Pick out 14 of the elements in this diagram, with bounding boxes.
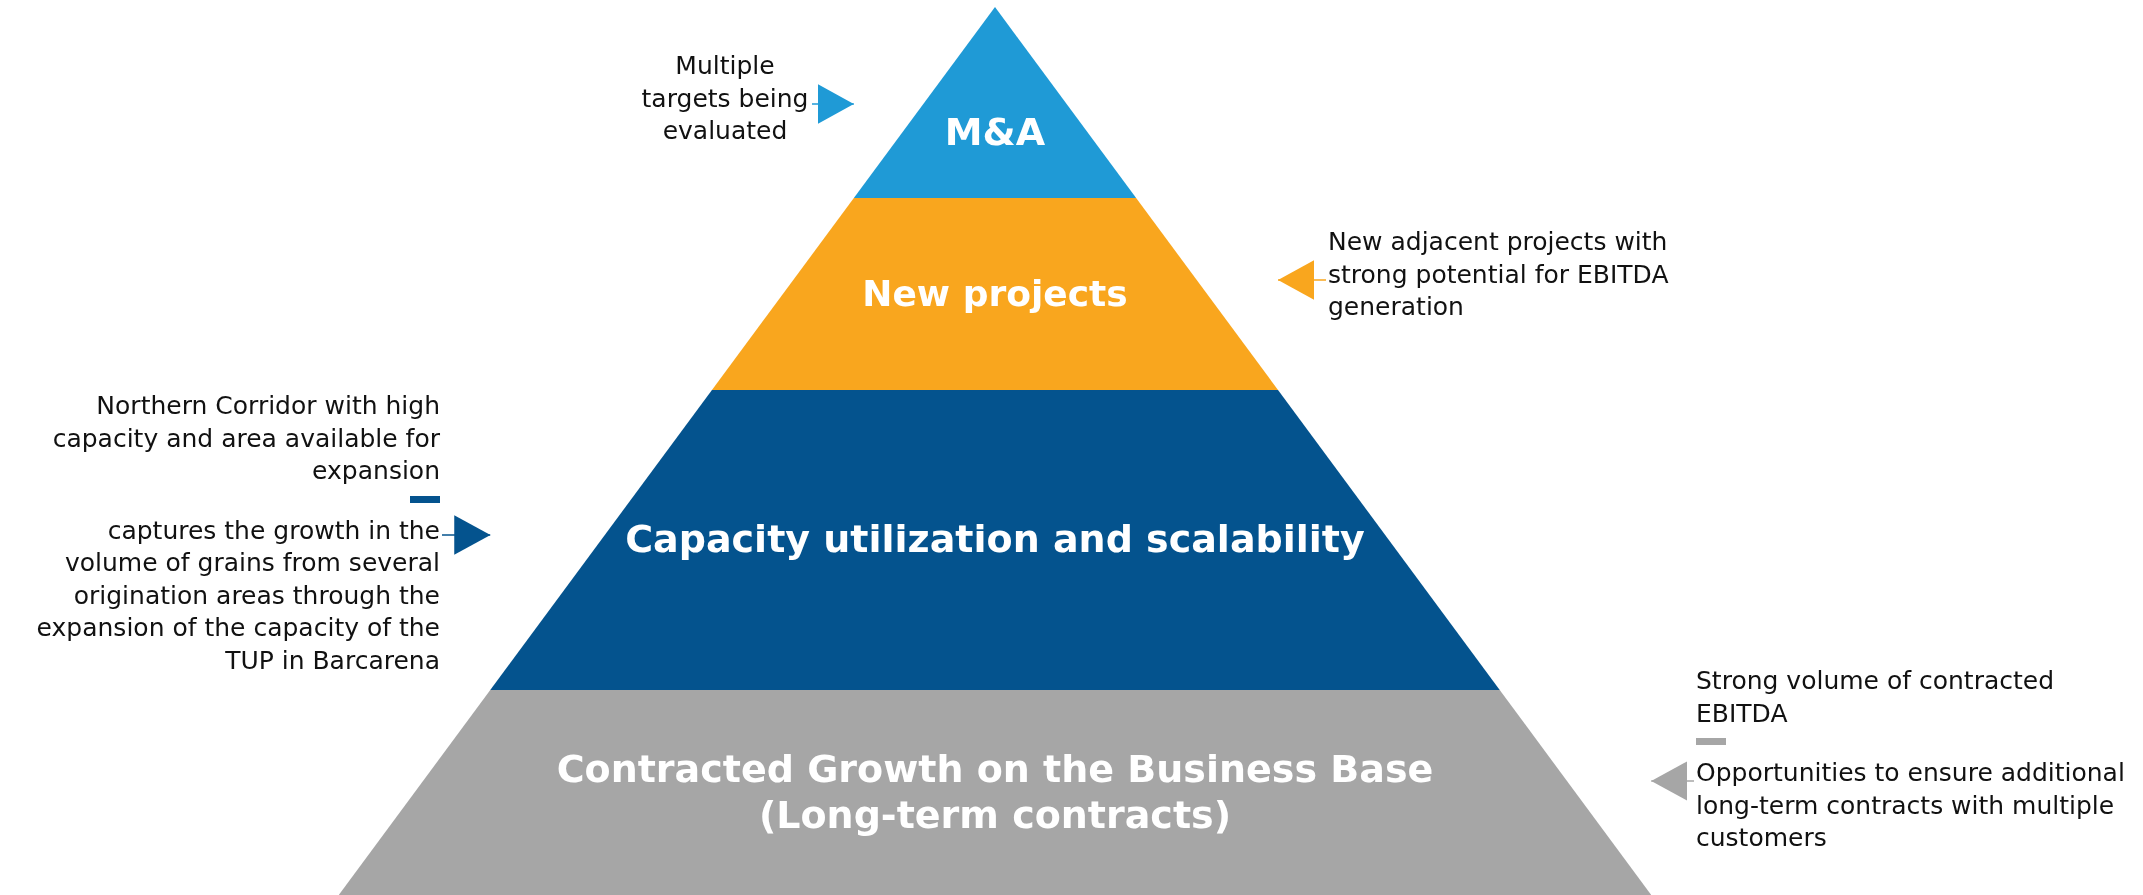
annotation-text: Northern Corridor with high capacity and area available for expansion bbox=[51, 390, 440, 487]
tier-label: Capacity utilization and scalability bbox=[625, 517, 1365, 563]
tier-label: M&A bbox=[944, 109, 1046, 156]
annotation-text: captures the growth in the volume of grains from several origination areas through the expansion of the capacity of the TUP in Barcarena bbox=[35, 514, 440, 677]
annotation-text: Strong volume of contracted EBITDA bbox=[1696, 665, 2056, 730]
annotation-text: New adjacent projects with strong potential for EBITDA generation bbox=[1328, 226, 1670, 323]
triangle-arrow bbox=[1277, 260, 1327, 300]
tier-label: New projects bbox=[862, 272, 1128, 316]
triangle-arrow bbox=[811, 84, 855, 124]
triangle-arrow bbox=[1650, 761, 1695, 801]
annotation-text: Multiple targets being evaluated bbox=[640, 50, 810, 147]
triangle-arrow bbox=[441, 515, 491, 555]
annotation-text: Opportunities to ensure additional long-term contracts with multiple customers bbox=[1696, 757, 2126, 854]
tier-label: Contracted Growth on the Business Base (Long-term contracts) bbox=[555, 746, 1435, 839]
